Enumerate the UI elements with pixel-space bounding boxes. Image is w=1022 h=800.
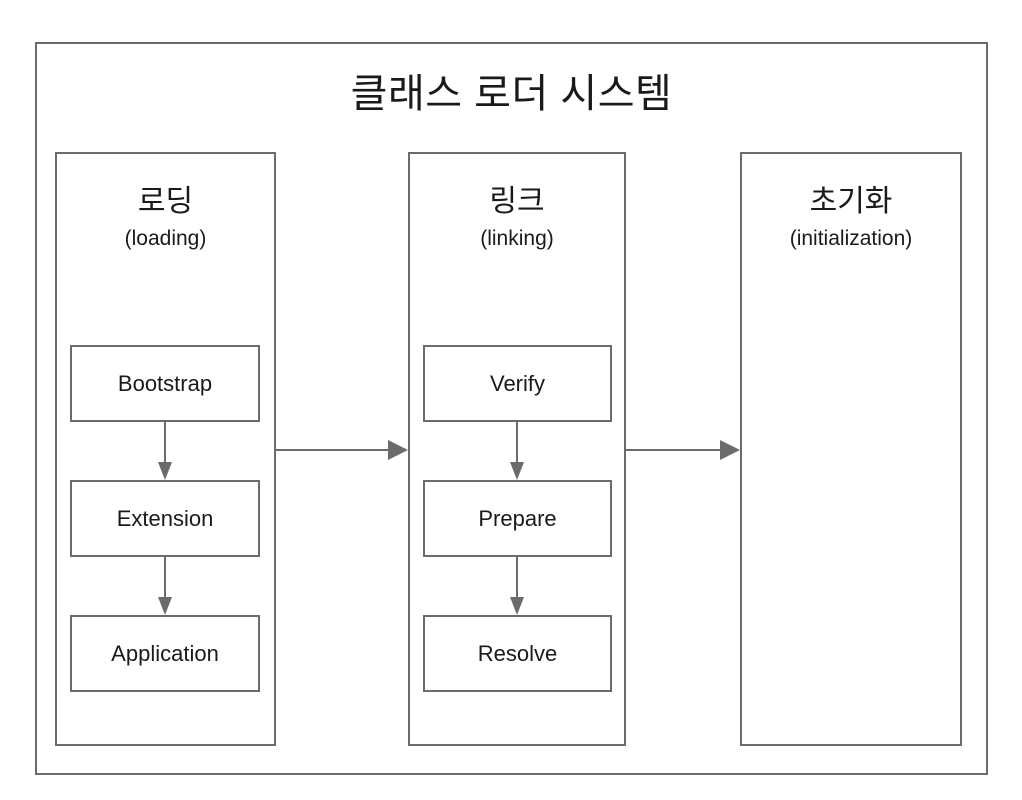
arrow-head-icon — [388, 440, 408, 460]
arrow-head-icon — [720, 440, 740, 460]
phase-header-initialization: 초기화 (initialization) — [742, 182, 960, 254]
arrow-shaft — [164, 557, 166, 601]
step-box-prepare[interactable]: Prepare — [423, 480, 612, 557]
arrow-head-icon — [158, 462, 172, 480]
arrow-head-icon — [510, 597, 524, 615]
arrow-shaft — [516, 557, 518, 601]
step-label-bootstrap: Bootstrap — [117, 370, 213, 396]
arrow-head-icon — [510, 462, 524, 480]
phase-title-en-linking: (linking) — [480, 227, 554, 250]
phase-header-loading: 로딩 (loading) — [57, 182, 274, 254]
phase-column-initialization: 초기화 (initialization) — [740, 152, 962, 746]
phase-column-linking: 링크 (linking) Verify Prepare Resolve — [408, 152, 626, 746]
step-label-verify: Verify — [489, 370, 546, 396]
arrow-loading-to-linking — [276, 440, 408, 460]
arrow-prepare-to-resolve — [510, 557, 524, 615]
step-label-prepare: Prepare — [478, 505, 557, 531]
step-label-extension: Extension — [116, 505, 214, 531]
step-label-resolve: Resolve — [477, 640, 558, 666]
phase-title-ko-initialization: 초기화 — [809, 185, 893, 218]
arrow-extension-to-application — [158, 557, 172, 615]
phase-column-loading: 로딩 (loading) Bootstrap Extension Applica… — [55, 152, 276, 746]
phase-title-ko-loading: 로딩 — [137, 185, 194, 218]
arrow-shaft — [276, 449, 390, 451]
phase-header-linking: 링크 (linking) — [410, 182, 624, 254]
phase-title-ko-linking: 링크 — [489, 185, 545, 218]
arrow-bootstrap-to-extension — [158, 422, 172, 480]
arrow-verify-to-prepare — [510, 422, 524, 480]
arrow-shaft — [516, 422, 518, 466]
step-box-extension[interactable]: Extension — [70, 480, 260, 557]
arrow-head-icon — [158, 597, 172, 615]
step-box-application[interactable]: Application — [70, 615, 260, 692]
step-label-application: Application — [111, 640, 219, 666]
arrow-shaft — [626, 449, 722, 451]
phase-title-en-loading: (loading) — [124, 227, 207, 250]
phase-title-en-initialization: (initialization) — [789, 227, 913, 250]
step-box-verify[interactable]: Verify — [423, 345, 612, 422]
step-box-bootstrap[interactable]: Bootstrap — [70, 345, 260, 422]
arrow-linking-to-initialization — [626, 440, 740, 460]
arrow-shaft — [164, 422, 166, 466]
diagram-title: 클래스 로더 시스템 — [350, 72, 673, 116]
step-box-resolve[interactable]: Resolve — [423, 615, 612, 692]
